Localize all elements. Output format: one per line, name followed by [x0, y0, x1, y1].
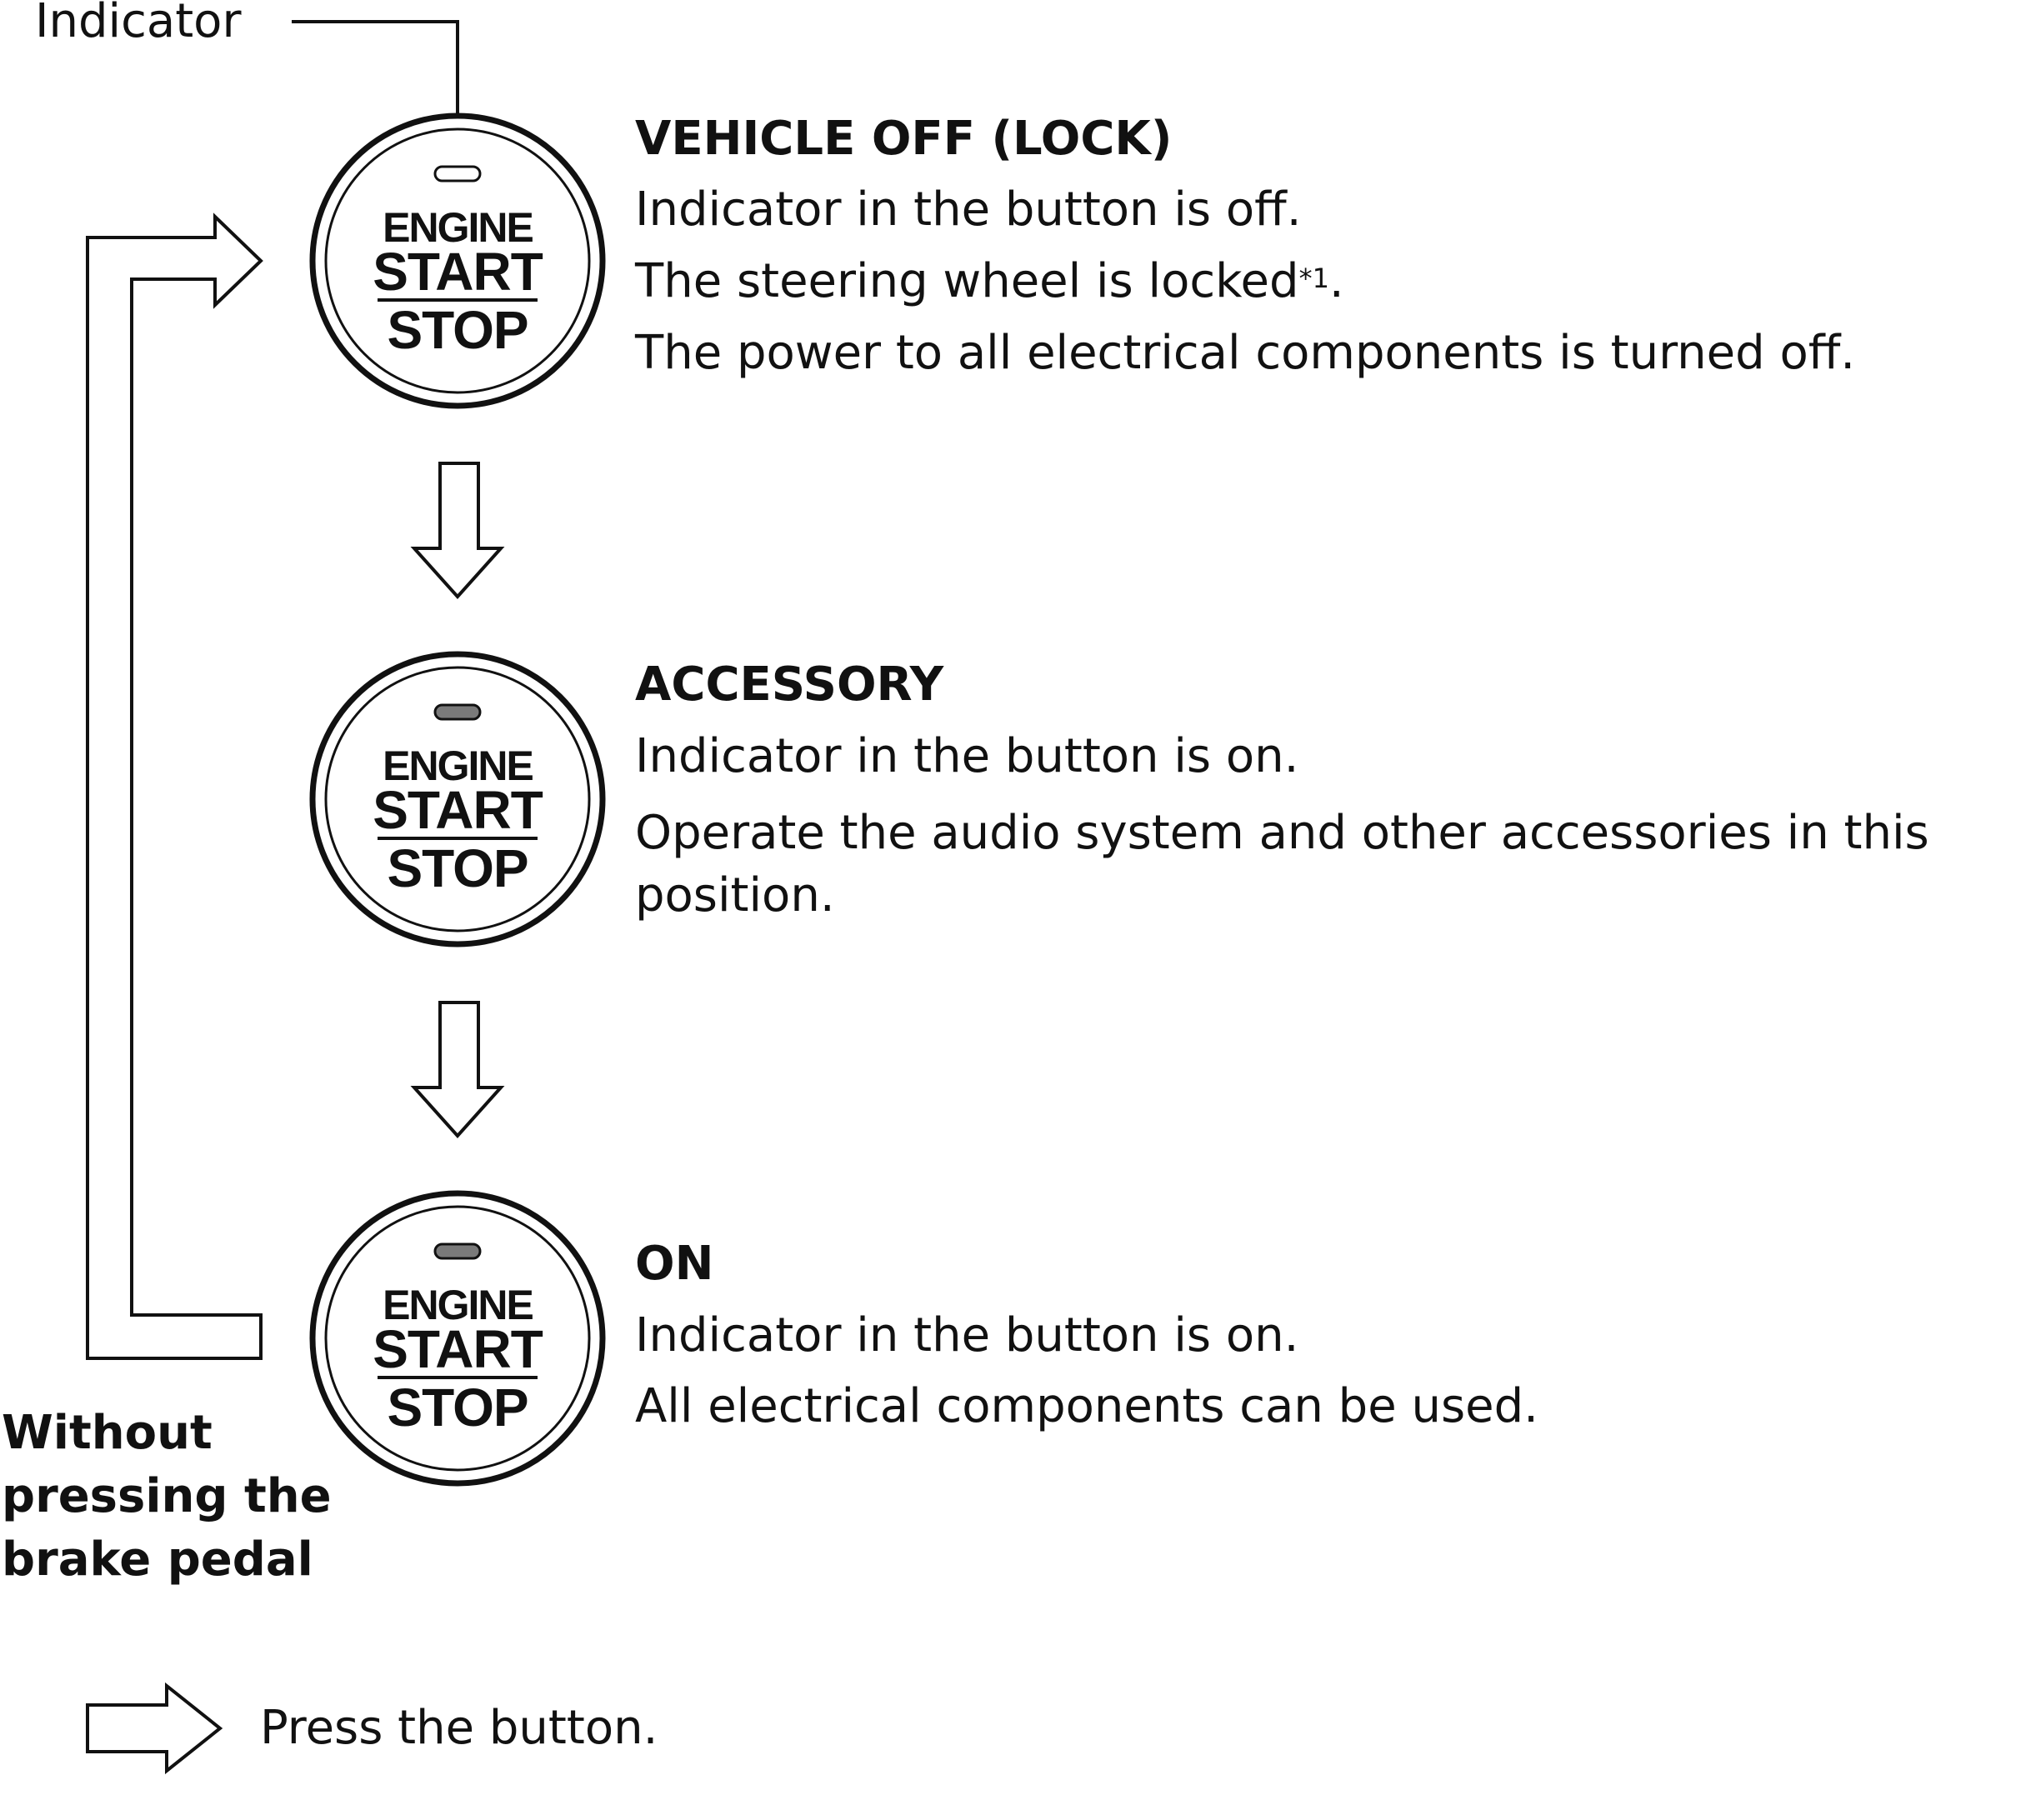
loop-label: Without pressing the brake pedal	[2, 1402, 332, 1592]
indicator-leader-line	[292, 20, 459, 150]
indicator-light-off	[433, 165, 482, 182]
down-arrow-off-to-accessory	[410, 462, 505, 599]
engine-start-stop-button-on: ENGINE START STOP	[309, 1190, 606, 1487]
button-engine-label: ENGINE	[383, 742, 533, 789]
button-stop-label: STOP	[387, 838, 528, 898]
legend-text: Press the button.	[260, 1701, 658, 1755]
legend-arrow-icon	[86, 1682, 223, 1775]
button-start-label: START	[373, 780, 543, 840]
state-accessory-line-1: Indicator in the button is on.	[635, 729, 1299, 783]
button-stop-label: STOP	[387, 1378, 528, 1438]
state-off-line-3: The power to all electrical components i…	[635, 326, 1856, 380]
button-engine-label: ENGINE	[383, 204, 533, 251]
indicator-light-on	[433, 1242, 482, 1260]
loop-back-arrow	[86, 212, 263, 1360]
button-start-label: START	[373, 1319, 543, 1379]
state-off-line-1: Indicator in the button is off.	[635, 182, 1302, 237]
state-on-line-2: All electrical components can be used.	[635, 1379, 1538, 1433]
state-title-accessory: ACCESSORY	[635, 658, 944, 712]
loop-label-line-1: Without	[2, 1406, 213, 1460]
state-title-vehicle-off: VEHICLE OFF (LOCK)	[635, 112, 1173, 166]
state-on-line-1: Indicator in the button is on.	[635, 1308, 1299, 1362]
indicator-label: Indicator	[35, 0, 242, 48]
down-arrow-accessory-to-on	[410, 1001, 505, 1138]
indicator-light-on	[433, 703, 482, 721]
state-off-line-2-end: .	[1328, 254, 1344, 308]
loop-label-line-2: pressing the	[2, 1469, 332, 1523]
state-title-on: ON	[635, 1237, 714, 1291]
footnote-marker: *1	[1298, 262, 1329, 294]
state-accessory-line-2: Operate the audio system and other acces…	[635, 806, 1929, 922]
button-start-label: START	[373, 242, 543, 302]
engine-start-stop-button-accessory: ENGINE START STOP	[309, 651, 606, 948]
state-off-line-2-text: The steering wheel is locked	[635, 254, 1299, 308]
button-engine-label: ENGINE	[383, 1282, 533, 1328]
loop-label-line-3: brake pedal	[2, 1532, 313, 1587]
state-off-line-2: The steering wheel is locked*1.	[635, 255, 1344, 308]
engine-start-stop-button-off: ENGINE START STOP	[309, 112, 606, 409]
button-stop-label: STOP	[387, 300, 528, 360]
